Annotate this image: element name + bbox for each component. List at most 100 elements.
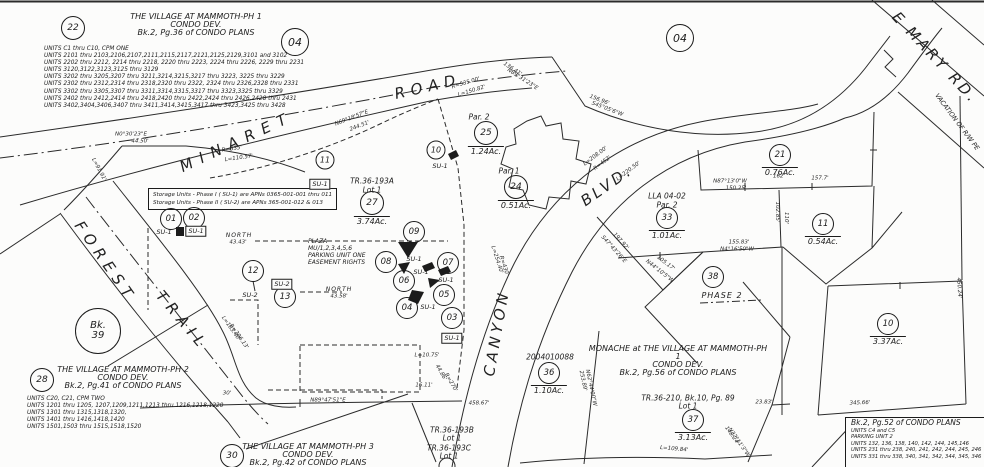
north-label-1: NORTH (225, 232, 253, 239)
plaza-line: MU/1,2,3,4,5,6 (308, 245, 353, 252)
pg52-text-box: Bk.2, Pg.52 of CONDO PLANS UNITS C4 and … (845, 417, 984, 467)
dimension-label: 458.67' (468, 400, 490, 407)
book-label: Bk. (90, 320, 106, 331)
monache-text-block: MONACHE at THE VILLAGE AT MAMMOTH-PH 1 C… (588, 345, 768, 377)
pg52-units-line: UNITS 132, 136, 138, 140, 142, 144, 145,… (851, 440, 969, 447)
parcel-circle-36: 36 (538, 362, 560, 384)
parcel-circle-11-right: 11 (812, 213, 834, 235)
ph3-book-page: Bk.2, Pg.42 of CONDO PLANS (249, 458, 367, 467)
parcel-circle-11-minaret: 11 (315, 150, 335, 170)
parcel-number: 04 (288, 35, 302, 49)
parcel-circle-06: 06 (393, 270, 415, 292)
ph3-text-block: THE VILLAGE AT MAMMOTH-PH 3 CONDO DEV. B… (218, 443, 398, 467)
parcel-circle-09: 09 (403, 221, 425, 243)
su1-box-03: SU-1 (441, 332, 463, 344)
storage-note-line: Storage Units - Phase I ( SU-1) are APNs… (153, 192, 333, 198)
ph1-units-list: UNITS C1 thru C10, CPM ONE UNITS 2101 th… (44, 46, 304, 110)
parcel-circle-04-right: 04 (666, 24, 694, 52)
parcel-circle-08: 08 (375, 251, 397, 273)
parcel-number: 10 (430, 145, 442, 154)
parcel-number: 06 (398, 275, 410, 286)
acreage-37: 3.13Ac. (674, 432, 712, 442)
su1-label-07: SU-1 (438, 275, 454, 284)
parcel-number: 13 (279, 291, 291, 302)
parcel-circle-10-right: 10 (877, 313, 899, 335)
parcel-number: 33 (661, 212, 673, 223)
dimension-label: 102.85' (773, 201, 780, 223)
ph1-units-line: UNITS 2101 thru 2103,2106,2107,2111,2115… (44, 53, 288, 60)
parcel-circle-27: 27 (360, 191, 384, 215)
ph2-units-line: UNITS C20, C21, CPM TWO (27, 396, 105, 402)
tr193b-lot1: Lot 1 (442, 433, 462, 443)
phase2-label: PHASE 2 (701, 291, 743, 300)
parcel-number: 37 (687, 414, 699, 425)
su1-label: SU-1 (312, 179, 328, 188)
ph2-title: THE VILLAGE AT MAMMOTH-PH 2 (57, 365, 189, 374)
parcel-circle-33: 33 (656, 207, 678, 229)
parcel-number: 05 (438, 289, 450, 300)
lla-label: LLA 04-02 (648, 191, 686, 201)
ph2-subtitle: CONDO DEV. (97, 373, 149, 382)
tr36210-lot1: Lot 1 (678, 401, 698, 411)
pg52-units-line: UNITS C4 and C5 (851, 427, 896, 434)
ph1-subtitle: CONDO DEV. (170, 20, 222, 29)
parcel-number: 04 (401, 302, 413, 313)
tr193a-lot1: Lot 1 (362, 185, 382, 195)
su1-label: SU-1 (188, 226, 204, 235)
parcel-number: 30 (226, 450, 238, 461)
acreage-11-right: 0.54Ac. (804, 236, 842, 246)
road-east-west-lines (551, 27, 943, 135)
parcel-circle-07: 07 (437, 252, 459, 274)
plaza-note: PLAZA MU/1,2,3,4,5,6 PARKING UNIT ONE EA… (308, 238, 366, 266)
tr193a-label: TR.36-193A (350, 176, 394, 186)
plaza-line: EASEMENT RIGHTS (308, 259, 366, 266)
su2-box-13: SU-2 (271, 278, 293, 290)
monache-subtitle: CONDO DEV. (652, 360, 704, 369)
dimension-label: 44.50' (131, 138, 149, 145)
parcel-number: 11 (817, 218, 829, 229)
dimension-label: 43.43' (229, 239, 247, 246)
parcel-circle-05: 05 (433, 284, 455, 306)
pg52-title: Bk.2, Pg.52 of CONDO PLANS (851, 418, 961, 427)
pg52-units-line: UNITS 231 thru 238, 240, 241, 242, 244, … (851, 447, 982, 454)
dimension-label: 150.25' (725, 185, 747, 192)
dimension-label: 450.24' (955, 277, 963, 299)
parcel-number: 02 (188, 212, 200, 223)
ph3-title: THE VILLAGE AT MAMMOTH-PH 3 (242, 442, 374, 451)
parcel-boundary-lines (107, 95, 967, 467)
ph2-book-page: Bk.2, Pg.41 of CONDO PLANS (64, 381, 182, 390)
ph1-units-line: UNITS C1 thru C10, CPM ONE (44, 46, 129, 52)
parcel-number: 09 (408, 226, 420, 237)
ph1-units-line: UNITS 3302 thru 3305,3307 thru 3311,3314… (44, 88, 283, 95)
parcel-circle-25: 25 (474, 121, 498, 145)
parcel-circle-10-small: 10 (426, 140, 446, 160)
tract-boundary-dashed (147, 98, 465, 399)
ph1-units-line: UNITS 3120,3122,3123,3125 thru 3129 (44, 67, 159, 74)
acreage-33: 1.01Ac. (648, 230, 686, 240)
dimension-label: 30' (222, 390, 232, 397)
pg52-units-line: UNITS 331 thru 338, 340, 341, 342, 344, … (851, 453, 982, 460)
parcel-number: 08 (380, 256, 392, 267)
tr193c-label: TR.36-193C (427, 443, 471, 453)
parcel-number: 28 (36, 374, 48, 385)
ph1-title: THE VILLAGE AT MAMMOTH-PH 1 (130, 12, 262, 21)
dimension-label: 23.83' (755, 399, 773, 406)
acreage-27: 3.74Ac. (353, 216, 391, 226)
parcel-circle-22: 22 (61, 16, 85, 40)
ph1-units-line: UNITS 3202 thru 3205,3207 thru 3211,3214… (44, 74, 285, 81)
su2-label-12: SU-2 (242, 290, 258, 299)
road-forest-trail-lines (0, 180, 297, 439)
parcel-circle-38: 38 (702, 266, 724, 288)
parcel-number: 11 (319, 155, 331, 164)
dimension-label: N87°13'0"W (713, 178, 747, 185)
parcel-circle-12: 12 (242, 260, 264, 282)
tr193c-lot1: Lot 1 (439, 451, 459, 461)
acreage-10-right: 3.37Ac. (869, 336, 907, 346)
su1-label-04: SU-1 (420, 302, 436, 311)
par2-label-33: Par. 2 (656, 200, 678, 210)
parcel-circle-24: 24 (504, 175, 528, 199)
dimension-label: 157.7' (811, 175, 829, 182)
dimension-label: 345.66' (849, 399, 871, 407)
